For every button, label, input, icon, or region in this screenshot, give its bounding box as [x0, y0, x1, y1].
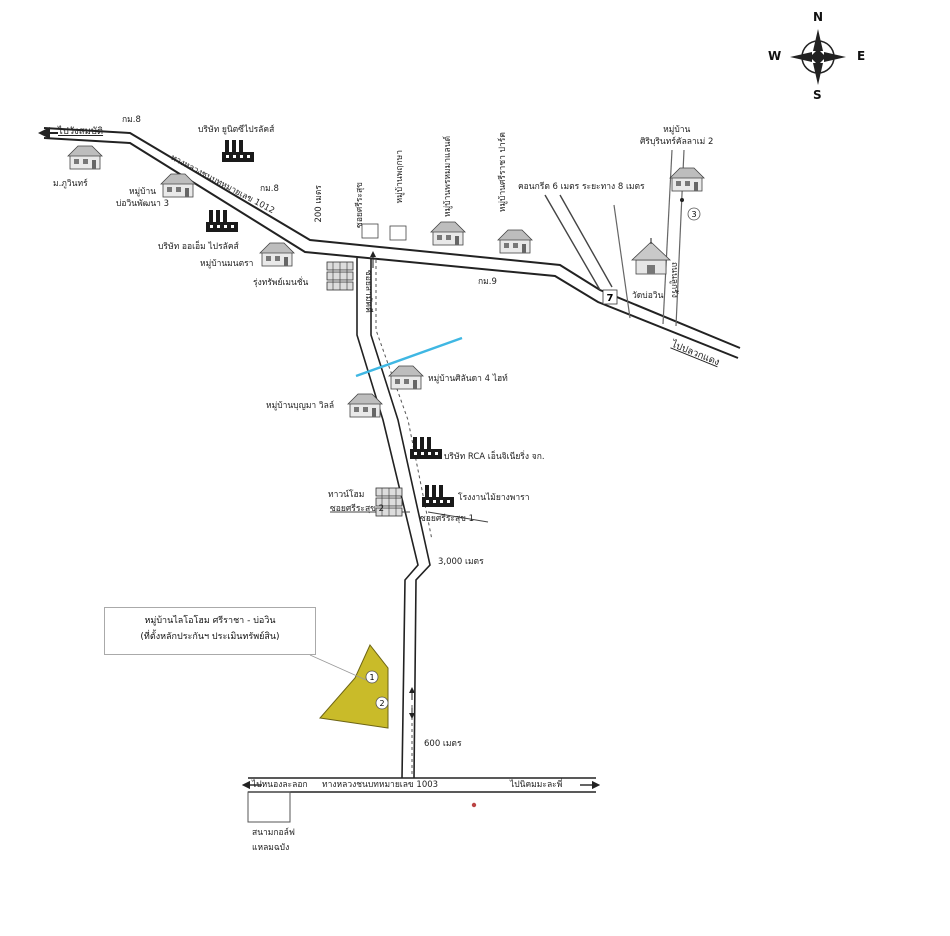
highway-1003	[248, 777, 596, 793]
highway-1012	[43, 127, 741, 359]
compass-n: N	[813, 10, 824, 24]
house-icon	[497, 229, 533, 254]
label-dist-600: 600 เมตร	[424, 739, 462, 749]
subject-callout: หมู่บ้านไลโอโฮม ศรีราชา - บ่อวิน (ที่ตั้…	[104, 607, 316, 655]
compass-e: E	[857, 49, 866, 63]
factory-icon	[422, 485, 454, 507]
svg-text:7: 7	[607, 293, 614, 304]
compass-s: S	[813, 88, 822, 102]
label-v-top2: หมู่บ้านพฤกษา	[395, 150, 405, 204]
label-mb-sinthani: หมู่บ้าน ศิริบุรินทร์คัลลาเม่ 2	[640, 125, 714, 147]
label-to-nonglaem: ไปนิคมมะละพี่	[510, 780, 563, 790]
concrete-road	[544, 194, 613, 291]
label-km9: กม.9	[478, 277, 497, 287]
label-v-top1: ซอยศรีระสุข	[355, 182, 365, 228]
label-mb-manorot: หมู่บ้านมนตรา	[200, 259, 254, 269]
label-townhouse: ทาวน์โฮม	[328, 490, 365, 500]
marker-3	[687, 207, 701, 221]
landmark-box	[361, 223, 379, 239]
label-co-unique: บริษัท ยูนิตซีไปรลัคส์	[198, 125, 275, 135]
marker-2	[375, 696, 389, 710]
label-to-wangsamrong: ไปวังสมบัติ	[58, 126, 104, 137]
canal	[355, 336, 463, 378]
label-to-nongla: ไปหนองละลอก	[252, 780, 308, 790]
label-mb-bowin-3: หมู่บ้าน บ่อวินพัฒนา 3	[116, 187, 170, 209]
house-icon	[67, 145, 103, 170]
label-mb-boonmee: หมู่บ้านบุญมา วิลล์	[266, 401, 335, 411]
svg-text:2: 2	[379, 699, 384, 708]
label-golf: สนามกอล์ฟ แหลมฉบัง	[252, 828, 295, 853]
label-roongsap: รุ่งทรัพย์เมนชั่น	[253, 278, 309, 288]
label-mb-silanda: หมู่บ้านศิลันดา 4 ไฮท์	[428, 374, 508, 384]
callout-line-2: (ที่ตั้งหลักประกันฯ ประเมินทรัพย์สิน)	[140, 632, 280, 642]
label-soi-right: ซอยศรีระสุข 1	[420, 514, 475, 524]
house-icon	[388, 365, 424, 390]
soi-right-road	[427, 511, 489, 523]
label-concrete-road: คอนกรีต 6 เมตร ระยะทาง 8 เมตร	[518, 182, 645, 192]
label-co-ooo: บริษัท ออเอ็ม ไปรลัคส์	[158, 242, 239, 252]
label-v-top4: หมู่บ้านศรีราชา ปาร์ค	[498, 132, 508, 213]
landmark-box	[389, 225, 407, 241]
house-icon	[259, 242, 295, 267]
factory-icon	[206, 210, 238, 232]
label-km8-mid: กม.8	[260, 184, 279, 194]
label-wat-bowin: วัดบ่อวิน	[632, 291, 664, 301]
label-dist-3000: 3,000 เมตร	[438, 557, 484, 567]
label-soi-main: ซอยสามัคคี	[363, 270, 373, 313]
factory-icon	[410, 437, 442, 459]
building-icon	[326, 261, 354, 291]
compass-w: W	[768, 49, 782, 63]
label-co-rca: บริษัท RCA เอ็นจิเนียริ่ง จก.	[444, 452, 545, 462]
svg-text:3: 3	[691, 210, 696, 219]
callout-leader	[309, 654, 367, 681]
label-m-pruksa: ม.ภูวินทร์	[53, 179, 88, 189]
svg-text:1: 1	[369, 673, 374, 682]
label-v-top3: หมู่บ้านพรหมมาแลนด์	[443, 136, 453, 217]
golf-course	[247, 791, 291, 823]
temple-icon	[630, 238, 672, 275]
seven-eleven-icon: 7	[602, 289, 618, 305]
factory-icon	[222, 140, 254, 162]
subject-plot	[319, 644, 389, 729]
marker-1	[365, 670, 379, 684]
label-km8-left: กม.8	[122, 115, 141, 125]
label-soi-left: ซอยศรีระสุข 2	[330, 504, 385, 514]
house-icon	[430, 221, 466, 246]
label-hwy-1003: ทางหลวงชนบทหมายเลข 1003	[322, 780, 439, 790]
callout-line-1: หมู่บ้านไลโอโฮม ศรีราชา - บ่อวิน	[144, 616, 276, 626]
compass-icon	[790, 29, 846, 85]
label-road-right: ถนนลูกรัง	[669, 262, 679, 298]
house-icon	[669, 167, 705, 192]
label-dist-200: 200 เมตร	[314, 185, 324, 223]
label-factory-wood: โรงงานไม้ยางพารา	[458, 493, 530, 503]
